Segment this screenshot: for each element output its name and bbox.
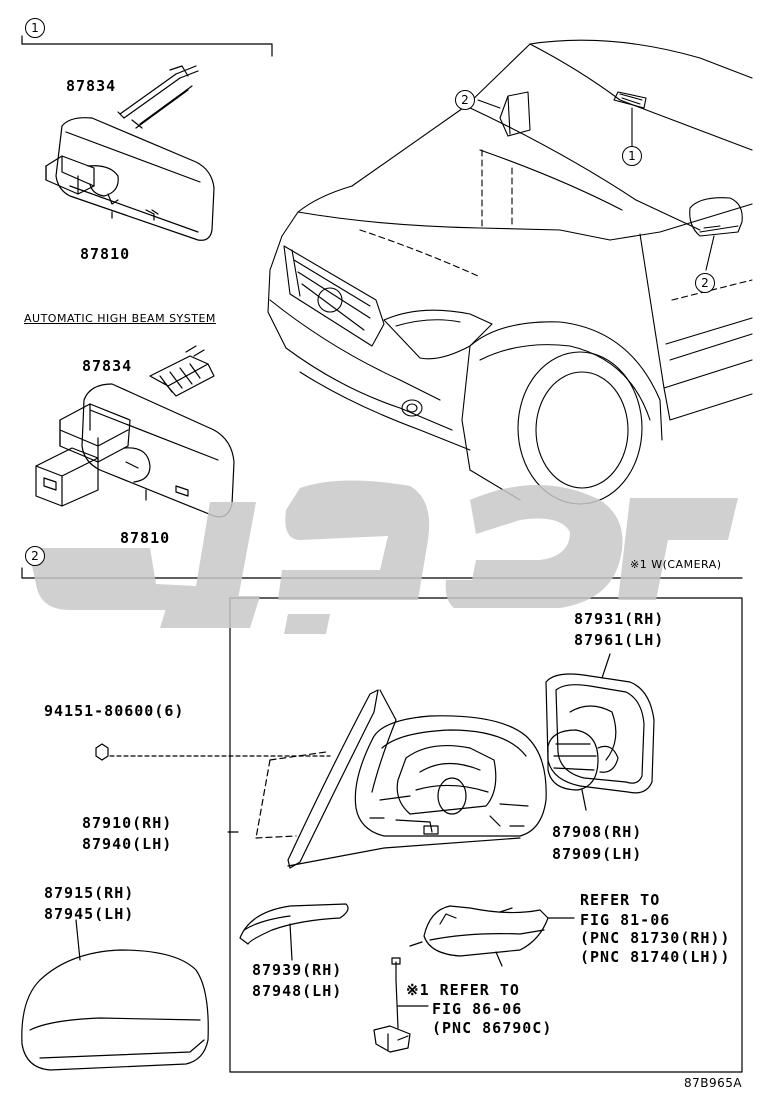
figure-code: 87B965A <box>684 1076 743 1090</box>
mirror-glass <box>545 653 655 794</box>
side-camera <box>373 957 429 1053</box>
mirror-wire-lower <box>149 345 215 397</box>
part-number-bolt[interactable]: 94151-80600(6) <box>44 702 185 720</box>
part-number-housing-lh[interactable]: 87940(LH) <box>82 835 173 853</box>
camera-reference-line-1: ※1 REFER TO <box>406 981 520 999</box>
part-number-glass-lh[interactable]: 87961(LH) <box>574 631 665 649</box>
mirror-wire-upper <box>117 65 199 129</box>
vehicle-illustration <box>267 39 753 505</box>
part-number-actuator-lh[interactable]: 87909(LH) <box>552 845 643 863</box>
camera-reference-pnc[interactable]: (PNC 86790C) <box>432 1019 553 1037</box>
section-1-bracket <box>21 35 273 57</box>
vehicle-callout-door-mirror-b: 2 <box>695 273 715 293</box>
turn-lamp-reference-fig[interactable]: FIG 81-06 <box>580 911 671 929</box>
mirror-actuator <box>547 729 619 811</box>
section-2-marker: 2 <box>25 546 45 566</box>
part-number-inner-mirror-lower[interactable]: 87810 <box>120 529 171 547</box>
part-number-wire-lower[interactable]: 87834 <box>82 357 133 375</box>
part-number-housing-rh[interactable]: 87910(RH) <box>82 814 173 832</box>
mirror-trim <box>239 903 349 961</box>
turn-lamp-reference-pnc-rh[interactable]: (PNC 81730(RH)) <box>580 929 731 947</box>
subheading-high-beam: AUTOMATIC HIGH BEAM SYSTEM <box>24 312 216 325</box>
section-1-marker: 1 <box>25 18 45 38</box>
part-number-cover-lh[interactable]: 87945(LH) <box>44 905 135 923</box>
camera-variant-note: ※1 W(CAMERA) <box>630 558 722 571</box>
turn-lamp-reference-pnc-lh[interactable]: (PNC 81740(LH)) <box>580 948 731 966</box>
turn-signal-lamp <box>409 905 575 967</box>
turn-lamp-reference-line-1: REFER TO <box>580 891 661 909</box>
vehicle-callout-door-mirror-a: 2 <box>455 90 475 110</box>
part-number-trim-rh[interactable]: 87939(RH) <box>252 961 343 979</box>
mirror-cover <box>21 919 209 1071</box>
bolt <box>95 743 331 761</box>
part-number-cover-rh[interactable]: 87915(RH) <box>44 884 135 902</box>
part-number-wire-upper[interactable]: 87834 <box>66 77 117 95</box>
inner-mirror-upper <box>45 117 215 241</box>
part-number-trim-lh[interactable]: 87948(LH) <box>252 982 343 1000</box>
part-number-glass-rh[interactable]: 87931(RH) <box>574 610 665 628</box>
part-number-actuator-rh[interactable]: 87908(RH) <box>552 823 643 841</box>
mirror-housing <box>354 715 547 837</box>
vehicle-callout-inner-mirror: 1 <box>622 146 642 166</box>
mirror-visor-plate <box>255 689 521 869</box>
camera-reference-fig[interactable]: FIG 86-06 <box>432 1000 523 1018</box>
part-number-inner-mirror-upper[interactable]: 87810 <box>80 245 131 263</box>
